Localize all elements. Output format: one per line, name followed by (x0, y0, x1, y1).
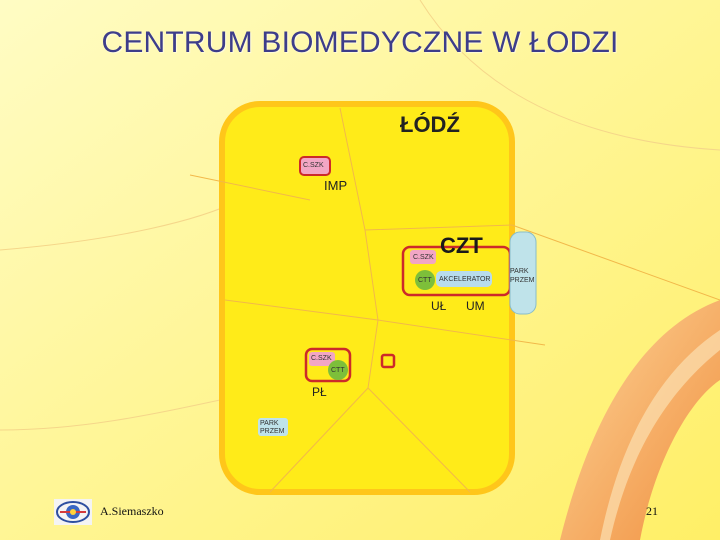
park-bottom-line1: PARK (260, 420, 279, 427)
pl-ctt-circle (328, 360, 348, 380)
city-label: ŁÓDŹ (400, 112, 460, 137)
czt-cszk-box (410, 250, 436, 264)
pl-label: PŁ (312, 385, 327, 399)
imp-cszk-highlight (299, 156, 331, 176)
decorative-swoosh (560, 300, 720, 540)
ul-label: UŁ (431, 299, 447, 313)
pl-cszk-box (309, 352, 335, 366)
czt-ctt-label: CTT (418, 277, 432, 284)
park-right-line1: PARK (510, 268, 529, 275)
park-bottom-line2: PRZEM (260, 428, 285, 435)
park-right-shape (509, 231, 537, 315)
czt-accelerator-box (436, 271, 492, 287)
czt-accelerator-label: AKCELERATOR (439, 276, 491, 283)
pl-highlight (304, 347, 352, 383)
czt-ctt-circle (415, 270, 435, 290)
pl-cszk-label: C.SZK (311, 355, 332, 362)
imp-label: IMP (324, 178, 348, 193)
institution-logo-icon (54, 499, 92, 525)
czt-cszk-label: C.SZK (413, 254, 434, 261)
district-lines (189, 107, 720, 493)
footer-author: A.Siemaszko (100, 504, 164, 518)
marker-square (380, 353, 396, 369)
park-right-line2: PRZEM (510, 277, 535, 284)
um-label: UM (466, 299, 485, 313)
imp-cszk-label: C.SZK (303, 162, 324, 169)
czt-title: CZT (440, 233, 483, 258)
park-bottom-shape (258, 418, 288, 436)
slide-title: CENTRUM BIOMEDYCZNE W ŁODZI (101, 26, 619, 59)
page-number: 21 (646, 504, 658, 518)
pl-ctt-label: CTT (331, 367, 345, 374)
